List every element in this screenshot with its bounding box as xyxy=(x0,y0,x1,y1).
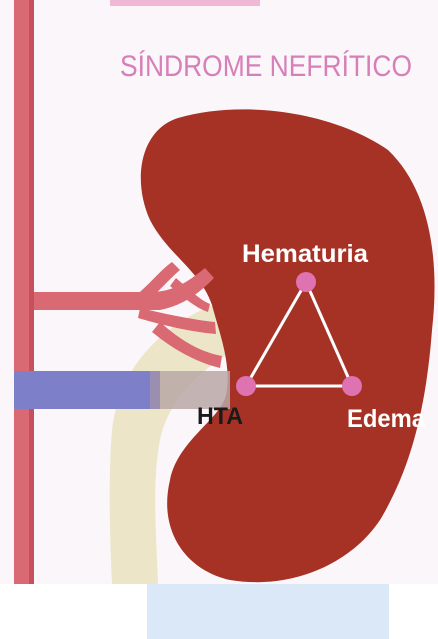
label-hematuria: Hematuria xyxy=(242,240,369,268)
label-hta: HTA xyxy=(197,403,243,430)
top-decor-strip xyxy=(110,0,260,6)
triad-node-hta xyxy=(236,376,256,396)
caption-box xyxy=(147,584,389,639)
renal-vein-overlap-2 xyxy=(150,371,160,409)
renal-vein xyxy=(14,371,154,409)
triad-node-edema xyxy=(342,376,362,396)
label-edema: Edema xyxy=(347,405,426,433)
page-title: SÍNDROME NEFRÍTICO xyxy=(120,50,412,83)
triad-node-hematuria xyxy=(296,272,316,292)
aorta-shade xyxy=(29,0,34,584)
